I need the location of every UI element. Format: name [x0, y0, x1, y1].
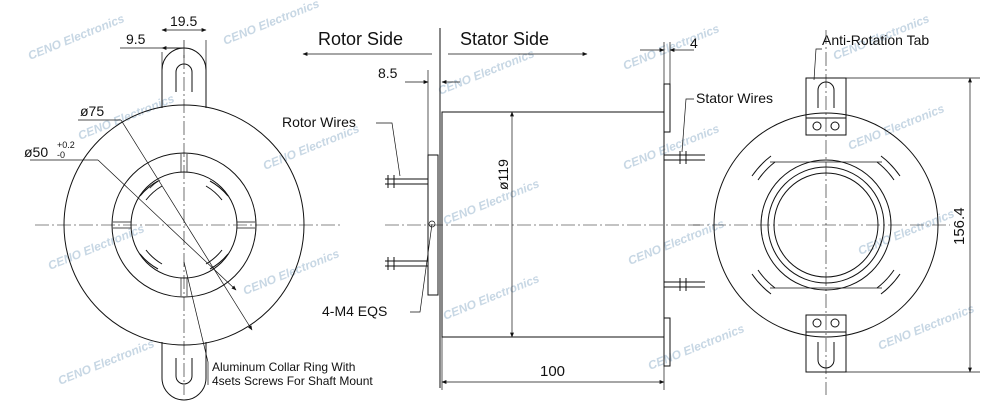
watermarks: CENO Electronics CENO Electronics CENO E… — [26, 0, 977, 388]
stator-tab-bottom — [663, 317, 671, 367]
bore-circle — [130, 171, 238, 279]
anti-rotation-tab-leader — [813, 48, 822, 81]
note-leader — [183, 261, 209, 385]
dim-bore-tol-upper: +0.2 — [57, 140, 75, 150]
stator-side-label: Stator Side — [460, 29, 549, 49]
watermark-text: CENO Electronics — [621, 21, 722, 73]
rear-bore — [773, 172, 879, 278]
watermark-text: CENO Electronics — [26, 11, 127, 63]
dim-length: 100 — [540, 363, 565, 380]
collar-slots — [139, 179, 229, 270]
watermark-text: CENO Electronics — [241, 246, 342, 298]
dim-tab-offset: 9.5 — [126, 31, 146, 47]
stator-wires-leader — [681, 98, 694, 153]
dim-bore-tol-lower: -0 — [57, 150, 65, 160]
main-body — [441, 111, 665, 338]
dim-tab-width: 19.5 — [170, 13, 197, 29]
rear-collar-outer — [760, 159, 892, 291]
rotor-flange — [427, 154, 439, 296]
rear-outer-circle — [713, 112, 939, 338]
collar-ring-outer — [111, 152, 257, 298]
watermark-text: CENO Electronics — [856, 206, 957, 258]
stator-tab-top — [663, 83, 671, 133]
watermark-text: CENO Electronics — [221, 0, 322, 48]
mount-holes-label: 4-M4 EQS — [322, 303, 387, 319]
anti-rotation-tab-label: Anti-Rotation Tab — [822, 32, 929, 48]
rear-view: Anti-Rotation Tab 156.4 — [690, 30, 980, 395]
mount-holes-leader — [410, 223, 433, 313]
mount-hole-marker — [428, 220, 436, 228]
dim-flange-offset: 8.5 — [378, 65, 398, 81]
stator-wires — [664, 151, 705, 291]
note-line-1: Aluminum Collar Ring With — [212, 360, 355, 374]
anti-rotation-tab-top — [805, 77, 847, 136]
rear-collar-mid — [767, 166, 885, 284]
watermark-text: CENO Electronics — [56, 336, 157, 388]
collar-screws — [113, 154, 255, 296]
front-view: 19.5 9.5 ø75 ø50 +0.2 -0 Aluminum Collar… — [24, 13, 373, 401]
watermark-text: CENO Electronics — [626, 216, 727, 268]
front-bottom-tab — [161, 342, 207, 401]
dim-bore-main: ø50 — [24, 144, 48, 160]
anti-rotation-tab-bottom — [805, 314, 847, 373]
watermark-text: CENO Electronics — [876, 301, 977, 353]
watermark-text: CENO Electronics — [646, 321, 747, 373]
dim-tab-thickness: 4 — [690, 35, 698, 51]
dim-outer-diameter: ø75 — [80, 103, 104, 119]
watermark-text: CENO Electronics — [846, 101, 947, 153]
rotor-wires — [385, 175, 428, 270]
side-view: Rotor Side Stator Side — [282, 28, 773, 390]
stator-wires-label: Stator Wires — [696, 90, 773, 106]
rear-slots — [751, 155, 901, 295]
rotor-side-label: Rotor Side — [318, 29, 403, 49]
watermark-text: CENO Electronics — [621, 121, 722, 173]
front-outer-circle — [63, 104, 305, 346]
dim-body-diameter: ø119 — [495, 159, 511, 190]
dim-overall-height: 156.4 — [951, 207, 968, 245]
note-line-2: 4sets Screws For Shaft Mount — [212, 374, 373, 388]
watermark-text: CENO Electronics — [441, 176, 542, 228]
watermark-text: CENO Electronics — [441, 271, 542, 323]
rotor-wires-label: Rotor Wires — [282, 114, 356, 130]
rotor-wires-leader — [376, 122, 401, 177]
